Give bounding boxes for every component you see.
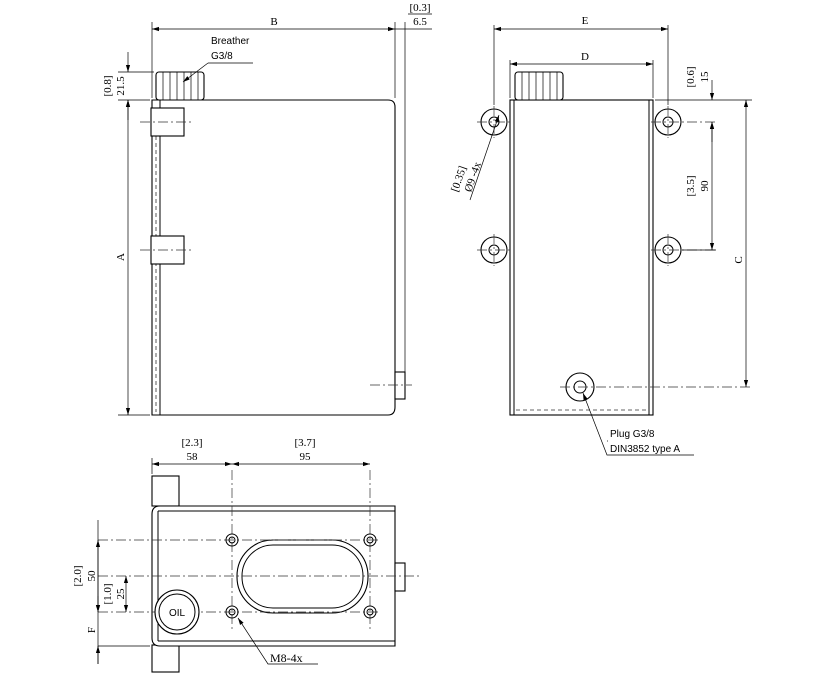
front-view-mount-boss-upper <box>140 107 192 137</box>
dim-label-c: C <box>733 256 745 263</box>
mount-thread-icon <box>363 605 377 619</box>
dim-value-90: 90 <box>699 180 711 192</box>
dim-value-25: 25 <box>115 588 127 600</box>
dim-value-50: 50 <box>86 570 98 582</box>
front-view: B [0.3] 6.5 A [0.8] 21.5 Breather G3/8 <box>102 2 432 416</box>
front-view-tank-outline <box>151 99 396 416</box>
oil-filler-mark: OIL <box>169 608 186 619</box>
top-view-drain-plug <box>394 562 406 592</box>
dim-value-15-inch: [0.6] <box>685 66 697 87</box>
mount-hole-icon <box>651 106 716 138</box>
drain-plug-icon <box>560 372 752 402</box>
dim-value-25-inch: [1.0] <box>102 583 114 604</box>
dim-value-6-5-inch: [0.3] <box>409 2 430 14</box>
m8-thread-label: M8-4x <box>270 651 303 665</box>
side-view-tank-outline <box>509 99 654 416</box>
dim-value-90-inch: [3.5] <box>685 175 697 196</box>
mount-hole-icon <box>477 106 511 138</box>
dim-label-e: E <box>582 15 589 27</box>
dim-value-50-inch: [2.0] <box>72 565 84 586</box>
dim-value-15: 15 <box>699 71 711 83</box>
plug-standard-label: DIN3852 type A <box>610 444 680 455</box>
dim-label-f: F <box>86 627 98 633</box>
mount-thread-icon <box>225 605 239 619</box>
top-view-tab-top <box>151 475 180 507</box>
breather-label: Breather <box>211 36 250 47</box>
front-view-drain-plug <box>370 371 412 400</box>
mount-hole-icon <box>477 234 511 266</box>
mount-thread-icon <box>225 533 239 547</box>
dim-label-d: D <box>581 51 589 63</box>
dim-value-21-5-inch: [0.8] <box>102 75 114 96</box>
dim-value-58-inch: [2.3] <box>181 437 202 449</box>
side-view: E D [0.6] 15 [3.5] 90 C [0.35] Ø9 -4x Pl… <box>449 15 752 456</box>
mount-thread-icon <box>363 533 377 547</box>
dim-label-a: A <box>115 253 127 261</box>
front-view-mount-boss-lower <box>140 235 192 265</box>
breather-thread-label: G3/8 <box>211 51 233 62</box>
inspection-port <box>236 539 369 614</box>
dim-value-95-inch: [3.7] <box>294 437 315 449</box>
dim-value-95: 95 <box>300 451 312 463</box>
breather-cap-icon <box>155 71 205 101</box>
dim-value-6-5: 6.5 <box>413 16 427 28</box>
top-view: OIL [2.3] 58 [3.7] 95 [2.0] 50 [1.0] 25 … <box>72 437 420 673</box>
breather-cap-icon <box>514 71 564 101</box>
top-view-tab-bottom <box>151 644 180 673</box>
dim-label-b: B <box>270 16 277 28</box>
dim-value-58: 58 <box>187 451 199 463</box>
plug-label: Plug G3/8 <box>610 429 655 440</box>
oil-filler-cap-icon: OIL <box>154 589 200 635</box>
dim-value-21-5: 21.5 <box>115 76 127 96</box>
